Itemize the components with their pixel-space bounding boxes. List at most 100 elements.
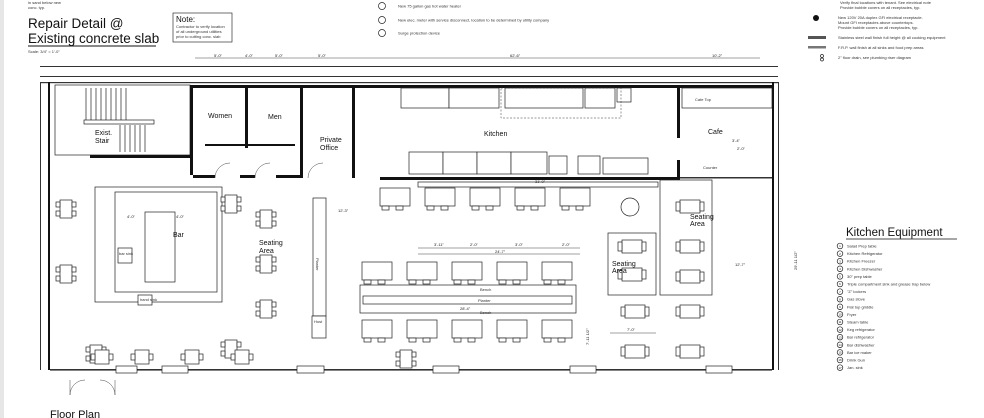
chair <box>90 353 96 361</box>
women-label: Women <box>208 113 232 120</box>
seating-booth-right <box>659 179 713 296</box>
chair <box>271 220 277 227</box>
dimension: 12'-7" <box>735 262 746 267</box>
building-walls <box>40 66 779 396</box>
equipment-number: 1 <box>839 244 841 248</box>
equipment-number-icon <box>836 349 844 356</box>
table <box>55 264 77 284</box>
top-note-line2: conc. typ. <box>28 5 45 10</box>
equipment-label: Bar ice maker <box>847 350 872 355</box>
chair <box>471 205 480 211</box>
dimension: 3'-4" <box>732 138 741 143</box>
chair <box>644 346 650 357</box>
page-edge <box>0 0 4 418</box>
chair <box>557 337 566 343</box>
chair <box>255 211 261 218</box>
bench-planter <box>359 284 577 314</box>
title-line1: Repair Detail @ <box>28 16 124 31</box>
table <box>451 261 483 285</box>
equipment-number-icon <box>836 280 844 288</box>
kitchen-equipment-title: Kitchen Equipment <box>846 227 943 239</box>
bar-counter <box>94 186 223 306</box>
chair <box>699 201 705 212</box>
table <box>406 319 438 343</box>
symbol-icon <box>378 2 386 10</box>
chair <box>485 205 494 211</box>
table <box>424 187 456 211</box>
dimensions: 62'-6" 10'-2" 5'-0" 4'-0" 5'-0" 5'-0" 31… <box>127 53 798 345</box>
note-line: of all underground utilities <box>176 29 222 34</box>
chair <box>381 205 390 211</box>
equipment-label: Fryer <box>847 312 857 317</box>
chair <box>248 353 254 361</box>
chair <box>395 351 401 358</box>
chair <box>620 306 626 317</box>
chair <box>198 353 204 361</box>
equipment-number: 16 <box>838 358 842 362</box>
table <box>395 349 417 369</box>
equipment-label: Keg refrigerator <box>847 327 875 332</box>
table <box>220 194 242 214</box>
chair <box>377 337 386 343</box>
chair <box>641 269 647 280</box>
chair <box>641 241 647 252</box>
host-label: Host <box>314 319 323 324</box>
seating-booth-mid <box>607 232 657 296</box>
chair <box>408 337 417 343</box>
chair <box>71 210 77 217</box>
table <box>255 299 277 319</box>
chair <box>543 337 552 343</box>
bench-label: Bench <box>480 310 491 315</box>
equipment-number-icon <box>836 311 844 318</box>
equipment-number-icon <box>836 288 844 295</box>
equipment-number: 6 <box>839 282 841 286</box>
chair <box>453 279 462 285</box>
chair <box>675 346 681 357</box>
legend-text: 2" floor drain, see plumbing riser diagr… <box>838 55 912 60</box>
equipment-number-icon <box>836 265 844 272</box>
chair <box>395 360 401 367</box>
chair <box>55 201 61 208</box>
dimension: 62'-6" <box>510 53 521 58</box>
equipment-number: 11 <box>838 320 841 324</box>
equipment-number-icon <box>836 326 844 333</box>
chair <box>130 353 136 361</box>
table <box>180 349 204 365</box>
dimension: 3'-11" <box>434 242 444 247</box>
dimension: 29'-11 1/2" <box>793 251 798 270</box>
equipment-number-icon <box>836 242 844 250</box>
equipment-number: 13 <box>838 335 842 339</box>
table <box>620 304 650 319</box>
chair <box>55 266 61 273</box>
table <box>451 319 483 343</box>
planter-label: Planter <box>315 258 320 271</box>
chair <box>644 306 650 317</box>
equipment-label: Steam table <box>847 320 869 325</box>
table <box>379 187 411 211</box>
table <box>675 269 705 284</box>
table <box>90 349 114 365</box>
bench-label: Bench <box>480 287 491 292</box>
table <box>469 187 501 211</box>
table <box>675 199 705 214</box>
note-line: prior to cutting conc. slab <box>176 34 221 39</box>
table <box>255 254 277 274</box>
office-label: Office <box>320 145 338 152</box>
top-note-line1: in sand below new <box>28 0 61 5</box>
chair <box>557 279 566 285</box>
floor-plan-title: Floor Plan <box>50 409 100 418</box>
kitchen-label: Kitchen <box>484 131 507 138</box>
tables <box>55 187 705 369</box>
legend-text: Surge protection device <box>398 31 441 36</box>
chair <box>180 353 186 361</box>
equipment-label: 30" prep table <box>847 274 873 279</box>
chair <box>395 205 404 211</box>
hand-sink-label: hand sink <box>140 297 157 302</box>
frp-wall-icon <box>808 46 826 49</box>
table <box>361 261 393 285</box>
table <box>514 187 546 211</box>
equipment-label: Kitchen Refrigerator <box>847 251 883 256</box>
dimension: 7'-0" <box>627 327 636 332</box>
